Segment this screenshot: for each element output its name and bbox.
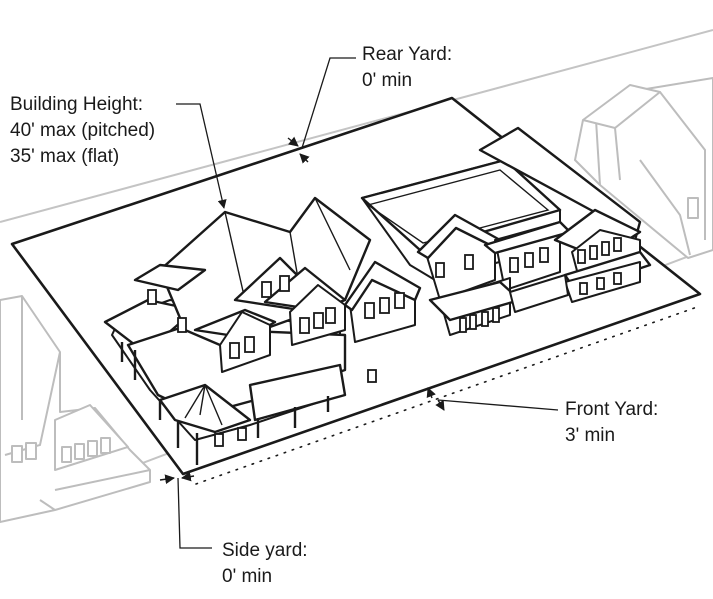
- side-yard-marker: [159, 471, 212, 549]
- front-yard-title: Front Yard:: [565, 399, 659, 420]
- side-yard-title: Side yard:: [222, 540, 308, 561]
- rear-yard-value: 0' min: [362, 70, 413, 91]
- building-height-leader: [176, 103, 227, 209]
- building-height-title: Building Height:: [10, 94, 144, 115]
- building-height-flat: 35' max (flat): [10, 146, 120, 167]
- building-height-pitched: 40' max (pitched): [10, 120, 156, 141]
- front-yard-value: 3' min: [565, 425, 616, 446]
- front-yard-label: Front Yard: 3' min: [565, 397, 658, 449]
- neighbor-building-right: [573, 77, 713, 259]
- rear-yard-marker: [287, 57, 356, 164]
- third-building: [478, 126, 652, 313]
- main-building: [103, 196, 422, 465]
- neighbor-building-left: [0, 295, 151, 523]
- side-yard-label: Side yard: 0' min: [222, 538, 308, 590]
- rear-yard-title: Rear Yard:: [362, 44, 453, 65]
- rear-yard-label: Rear Yard: 0' min: [362, 42, 452, 94]
- side-yard-value: 0' min: [222, 566, 273, 587]
- building-height-label: Building Height: 40' max (pitched) 35' m…: [10, 92, 155, 170]
- front-yard-marker: [426, 387, 559, 411]
